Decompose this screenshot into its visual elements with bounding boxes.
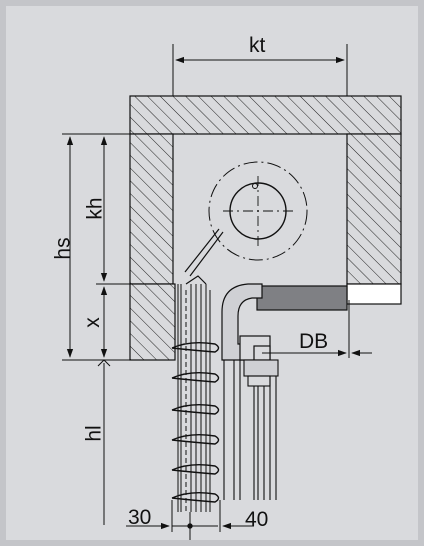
- label-hs: hs: [51, 237, 75, 260]
- label-kt: kt: [249, 34, 266, 57]
- label-x: x: [80, 317, 104, 328]
- hatched-box-walls: [129, 95, 402, 361]
- left-wall-lower: [129, 283, 176, 361]
- shutter-curtain-path: [184, 228, 224, 285]
- shutter-slats: [177, 284, 211, 512]
- dimension-lines: [62, 44, 372, 540]
- label-dim-30: 30: [128, 506, 152, 529]
- window-frame-profile: [223, 359, 279, 500]
- top-wall: [129, 95, 402, 135]
- spiral-springs: [171, 341, 220, 503]
- right-wall: [346, 133, 402, 285]
- label-dim-40: 40: [245, 508, 269, 531]
- label-kh: kh: [83, 197, 107, 220]
- left-wall-upper: [129, 133, 174, 285]
- roller-drum: [208, 161, 308, 261]
- label-hl: hl: [82, 425, 106, 442]
- label-db: DB: [299, 330, 329, 353]
- white-plate: [346, 283, 402, 305]
- grey-bar: [256, 285, 348, 311]
